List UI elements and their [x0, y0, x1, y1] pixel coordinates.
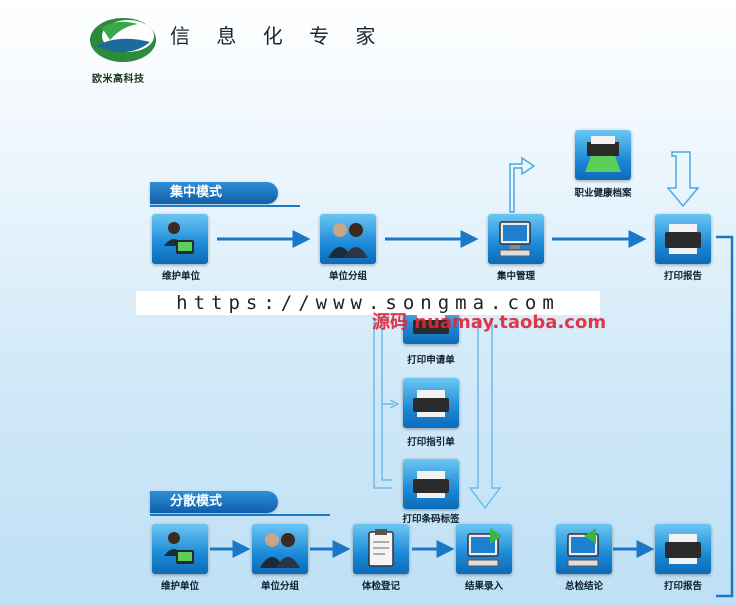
label-central-management: 集中管理	[496, 271, 535, 282]
arrow-into-top-report	[666, 151, 700, 208]
node-unit-grouping-bottom[interactable]	[252, 524, 308, 574]
label-unit-grouping-top: 单位分组	[328, 271, 367, 282]
company-logo	[90, 18, 156, 62]
url-watermark: https://www.songma.com	[136, 291, 600, 315]
label-print-guide: 打印指引单	[407, 437, 455, 448]
node-central-management[interactable]	[488, 214, 544, 264]
printer-icon	[665, 224, 701, 254]
brand-name: 欧米高科技	[92, 74, 145, 85]
label-print-report-bottom: 打印报告	[663, 581, 702, 592]
centralized-mode-label: 集中模式	[150, 182, 278, 204]
arrow-into-result-entry	[468, 318, 502, 510]
arrow-to-archive	[509, 156, 536, 213]
distributed-mode-label: 分散模式	[150, 491, 278, 513]
printer-archive-icon	[585, 136, 621, 172]
distributed-mode-underline	[150, 514, 330, 516]
node-print-guide[interactable]	[403, 378, 459, 428]
clipboard-icon	[368, 529, 394, 567]
centralized-mode-underline	[150, 205, 300, 207]
middle-branch-1	[382, 399, 400, 409]
label-occupational-health-record: 职业健康档案	[574, 188, 632, 199]
printer-icon	[413, 471, 449, 498]
label-print-application: 打印申请单	[407, 355, 455, 366]
people-group-icon	[328, 223, 368, 258]
node-unit-grouping-top[interactable]	[320, 214, 376, 264]
node-print-report-bottom[interactable]	[655, 524, 711, 574]
node-exam-registration[interactable]	[353, 524, 409, 574]
person-device-icon	[164, 532, 194, 564]
shop-watermark: 源码 nuamay.taoba.com	[372, 312, 607, 333]
label-maintain-unit-bottom: 维护单位	[160, 581, 199, 592]
page-title: 信 息 化 专 家	[170, 24, 386, 48]
computer-conclusion-icon	[567, 528, 599, 567]
label-print-report-top: 打印报告	[663, 271, 702, 282]
label-exam-registration: 体检登记	[361, 581, 400, 592]
label-overall-conclusion: 总检结论	[564, 581, 603, 592]
computer-icon	[499, 221, 531, 257]
people-group-icon	[260, 533, 300, 568]
printer-icon	[413, 312, 449, 334]
printer-icon	[665, 534, 701, 564]
node-maintain-unit-top[interactable]	[152, 214, 208, 264]
person-device-icon	[164, 222, 194, 254]
label-unit-grouping-bottom: 单位分组	[260, 581, 299, 592]
node-result-entry[interactable]	[456, 524, 512, 574]
computer-entry-icon	[467, 528, 502, 567]
printer-icon	[413, 390, 449, 417]
node-occupational-health-record[interactable]	[575, 130, 631, 180]
label-print-barcode: 打印条码标签	[402, 514, 460, 525]
right-bracket	[716, 235, 734, 598]
label-result-entry: 结果录入	[464, 581, 503, 592]
node-maintain-unit-bottom[interactable]	[152, 524, 208, 574]
middle-left-pipe	[373, 318, 392, 489]
node-print-report-top[interactable]	[655, 214, 711, 264]
node-print-barcode[interactable]	[403, 459, 459, 509]
label-maintain-unit-top: 维护单位	[161, 271, 200, 282]
node-overall-conclusion[interactable]	[556, 524, 612, 574]
